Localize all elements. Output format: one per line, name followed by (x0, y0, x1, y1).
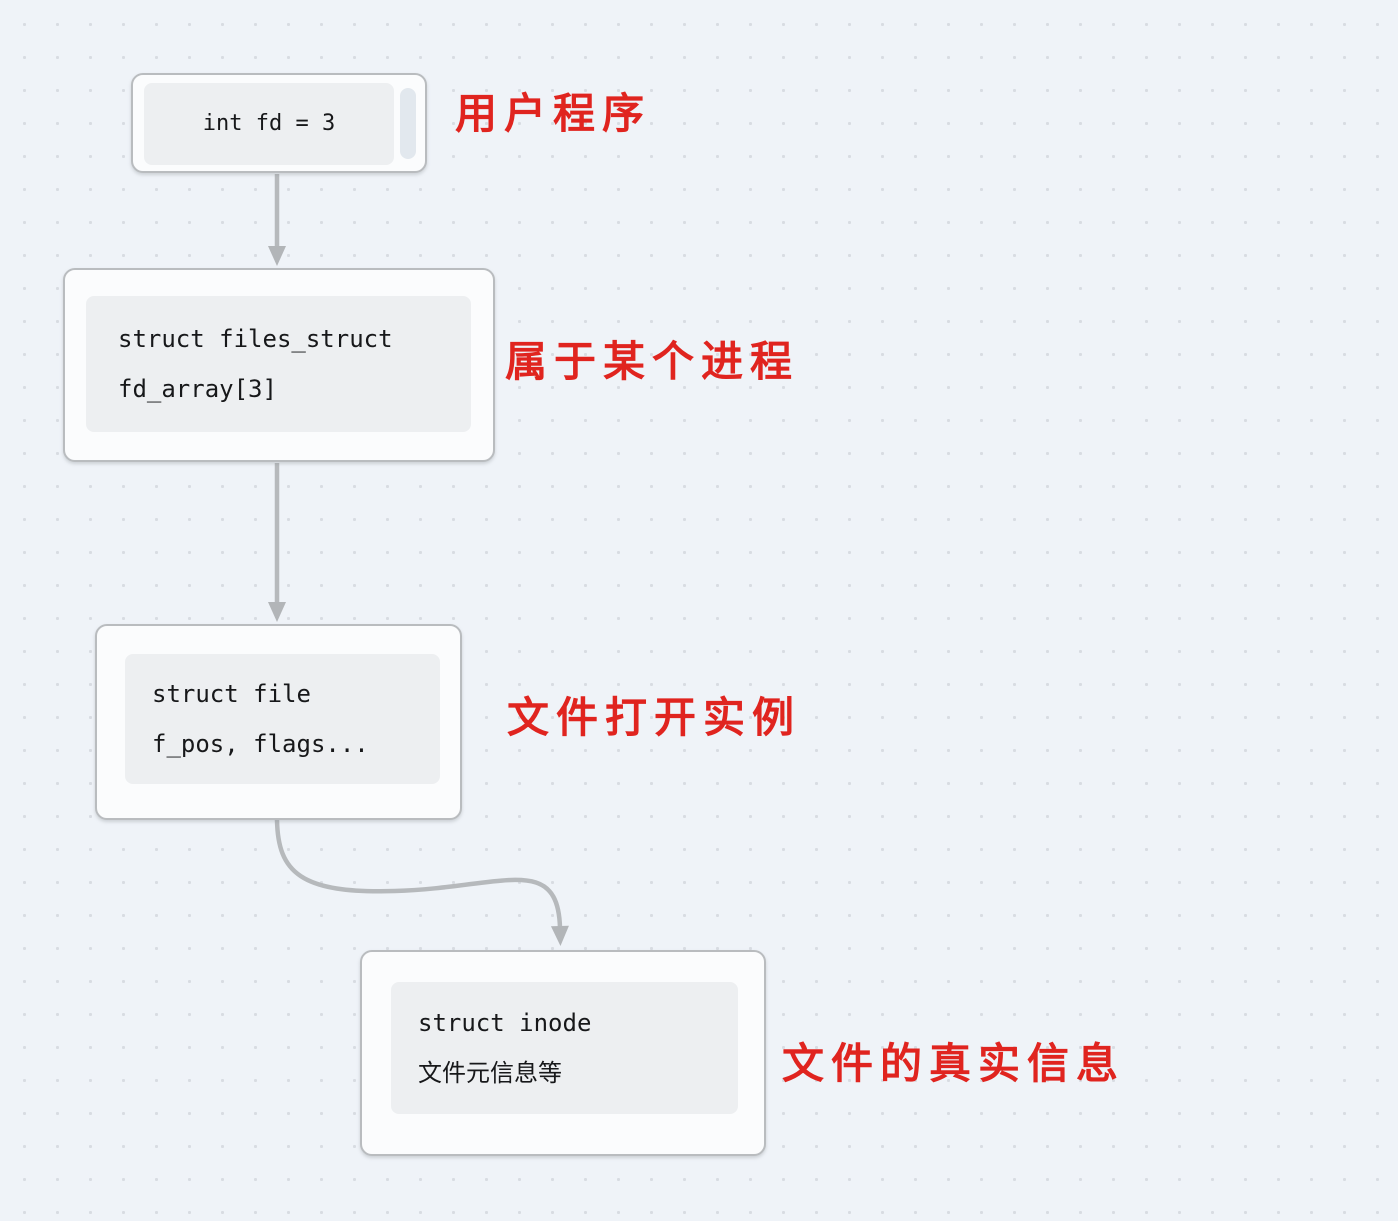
node-struct-file[interactable]: struct file f_pos, flags... (95, 624, 462, 820)
code-text: struct inode (418, 1009, 592, 1037)
annotation-real-file-info: 文件的真实信息 (782, 1042, 1126, 1088)
node-user-fd-panel: int fd = 3 (144, 83, 394, 165)
code-text: struct files_struct (118, 325, 393, 353)
node-files-struct[interactable]: struct files_struct fd_array[3] (63, 268, 495, 462)
code-text: f_pos, flags... (152, 730, 369, 758)
code-text: 文件元信息等 (418, 1059, 562, 1087)
scrollbar-thumb[interactable] (400, 88, 416, 159)
annotation-open-file-instance: 文件打开实例 (507, 696, 802, 742)
node-user-fd[interactable]: int fd = 3 (131, 73, 427, 173)
node-files-struct-panel: struct files_struct fd_array[3] (86, 296, 471, 432)
code-text: fd_array[3] (118, 375, 277, 403)
node-struct-inode-panel: struct inode 文件元信息等 (391, 982, 738, 1114)
code-text: int fd = 3 (202, 111, 336, 136)
code-text: struct file (152, 680, 311, 708)
node-struct-file-panel: struct file f_pos, flags... (125, 654, 440, 784)
node-struct-inode[interactable]: struct inode 文件元信息等 (360, 950, 766, 1156)
annotation-user-program: 用户程序 (455, 92, 652, 138)
arrow-file-to-inode (274, 819, 569, 946)
annotation-belongs-to-process: 属于某个进程 (505, 340, 800, 386)
